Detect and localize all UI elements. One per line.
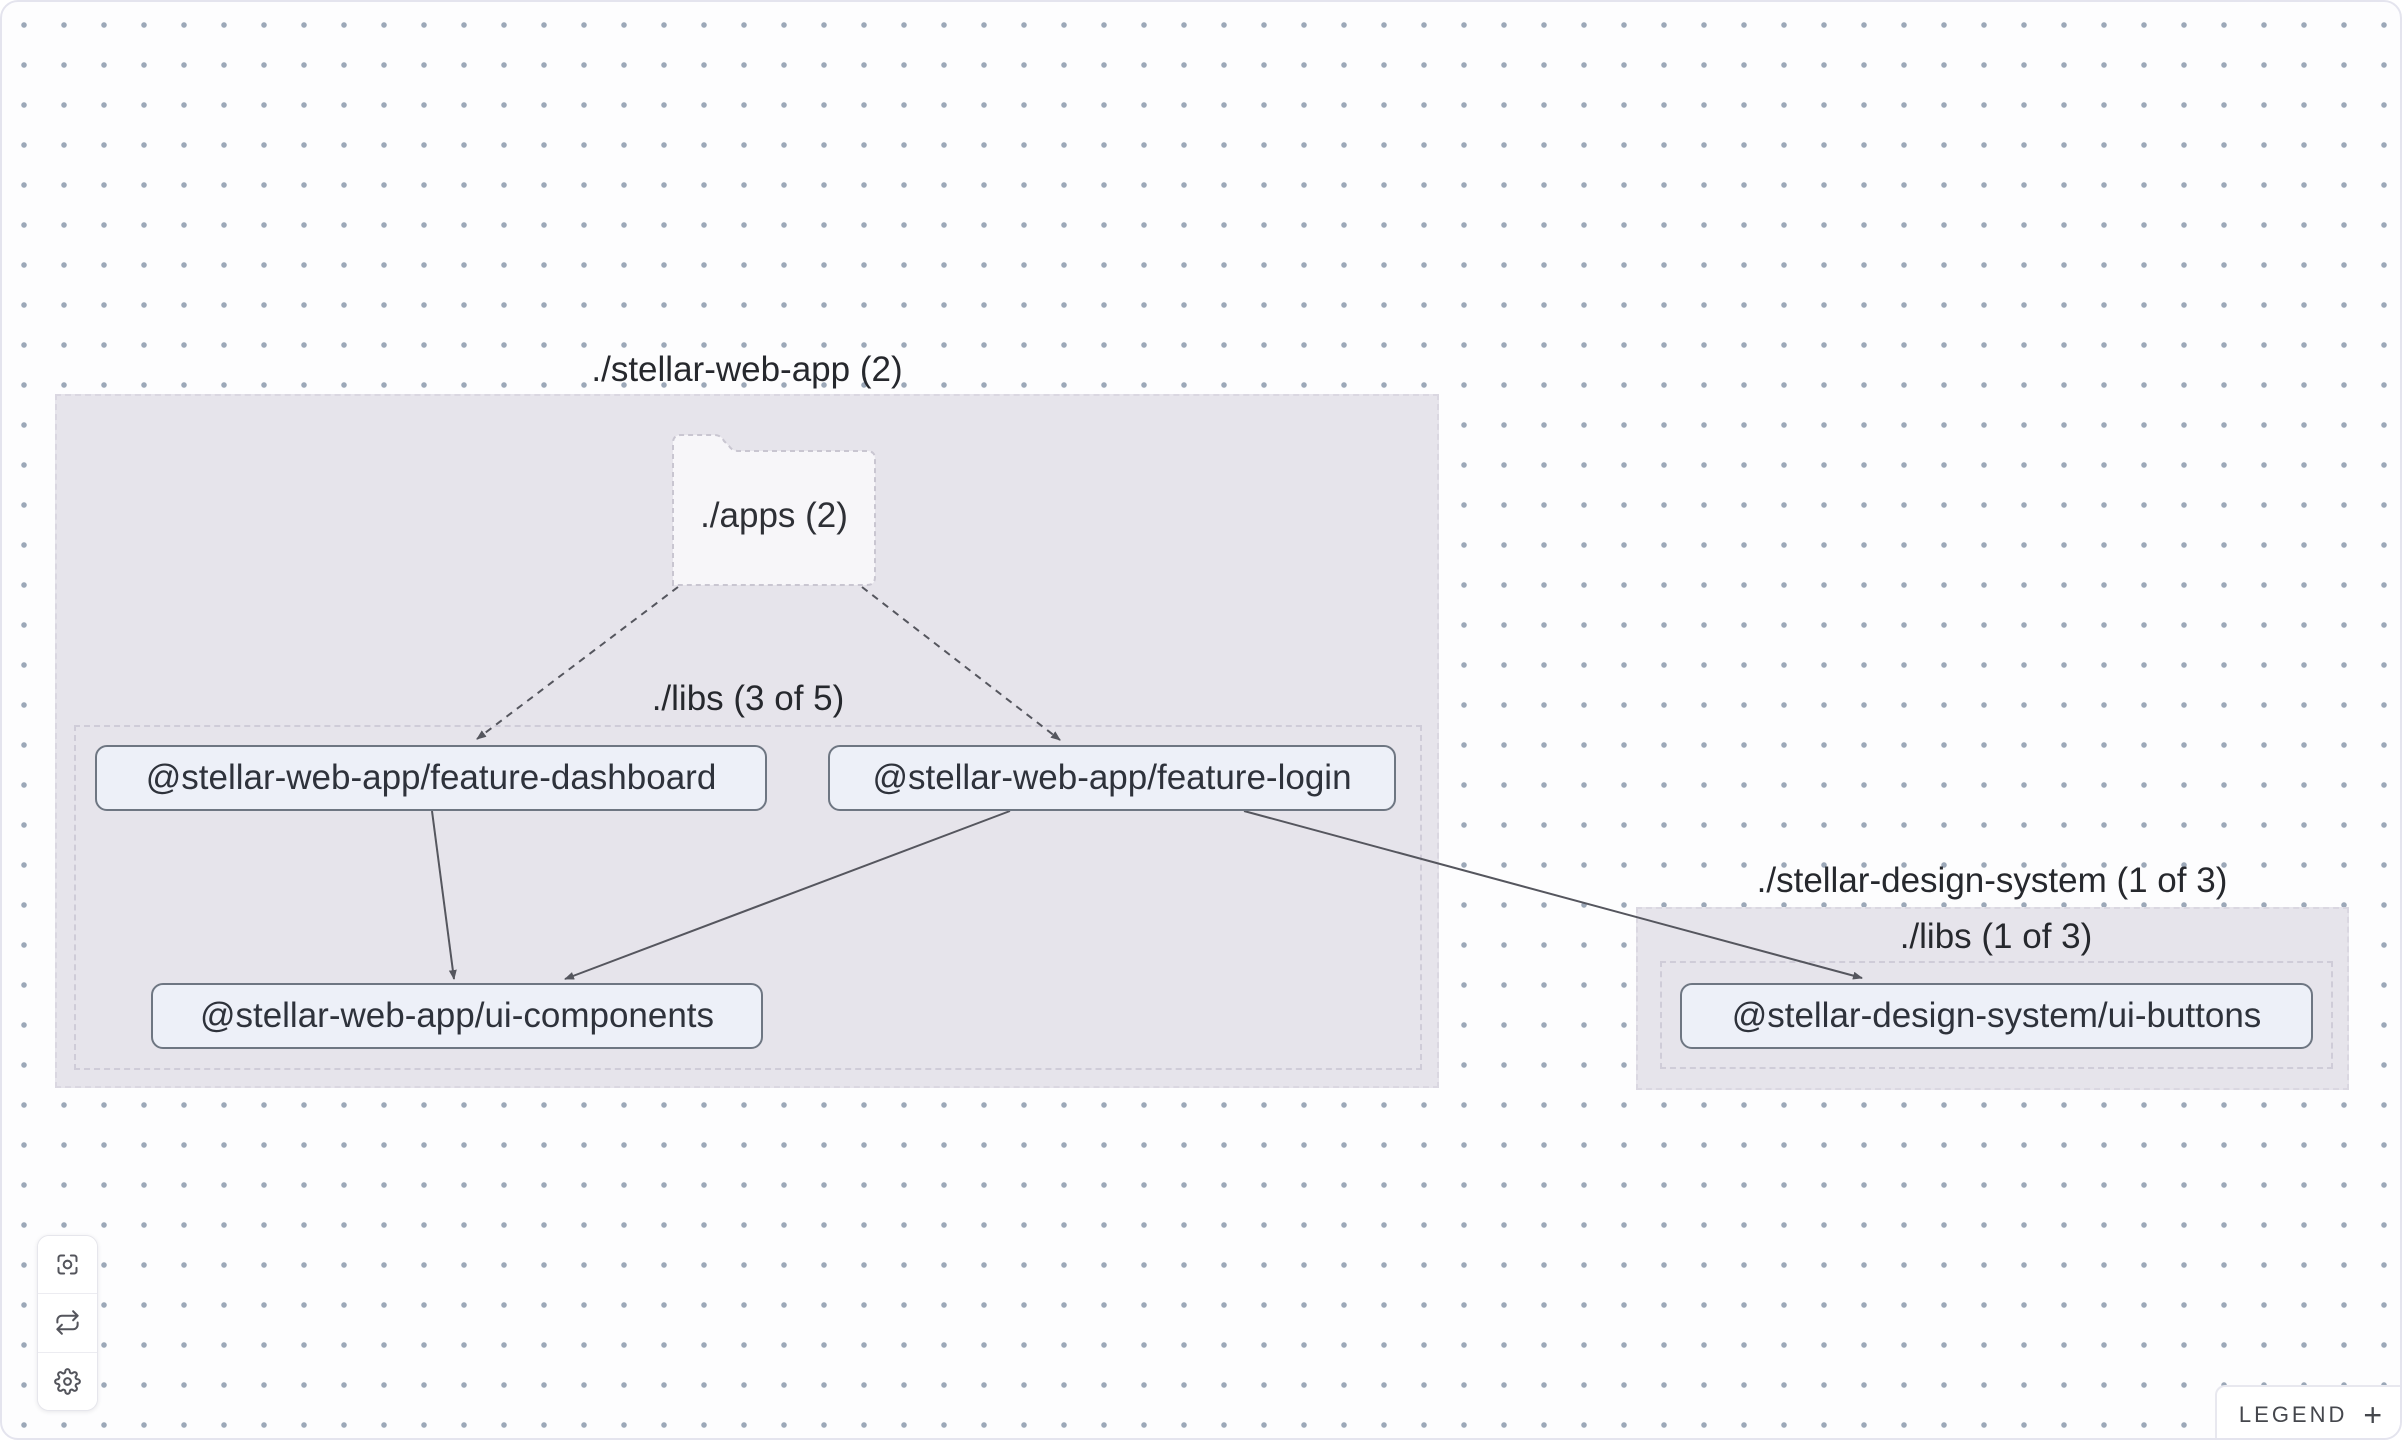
node-feature-dashboard[interactable]: @stellar-web-app/feature-dashboard: [95, 745, 767, 811]
edge-feature-dashboard-to-ui-components[interactable]: [431, 810, 457, 980]
focus-button[interactable]: [38, 1236, 97, 1294]
node-feature-login[interactable]: @stellar-web-app/feature-login: [828, 745, 1396, 811]
node-ui-components-label: @stellar-web-app/ui-components: [199, 996, 715, 1035]
refresh-button[interactable]: [38, 1293, 97, 1352]
group-label-stellar-web-app: ./stellar-web-app (2): [591, 350, 903, 389]
node-ui-buttons-label: @stellar-design-system/ui-buttons: [1731, 996, 2262, 1035]
legend-label: LEGEND: [2238, 1401, 2348, 1427]
group-label-stellar-design-system: ./stellar-design-system (1 of 3): [1756, 861, 2228, 900]
edge-apps-to-feature-dashboard[interactable]: [476, 586, 679, 740]
group-stellar-web-app-libs: [74, 725, 1422, 1070]
edge-feature-login-to-ui-buttons[interactable]: [1243, 810, 1863, 980]
node-feature-dashboard-label: @stellar-web-app/feature-dashboard: [145, 758, 717, 797]
focus-icon: [57, 1254, 78, 1275]
node-ui-buttons[interactable]: @stellar-design-system/ui-buttons: [1680, 983, 2313, 1049]
legend-toggle[interactable]: LEGEND +: [2215, 1385, 2400, 1438]
folder-node-apps-label: ./apps (2): [700, 496, 848, 535]
edge-feature-login-to-ui-components[interactable]: [564, 810, 1011, 980]
refresh-icon: [56, 1310, 79, 1336]
group-label-stellar-web-app-libs: ./libs (3 of 5): [651, 679, 845, 718]
group-stellar-design-system-libs: [1660, 961, 2333, 1069]
graph-controls-toolbar: [37, 1235, 98, 1411]
settings-button[interactable]: [38, 1351, 97, 1410]
edge-apps-to-feature-login[interactable]: [861, 586, 1061, 741]
folder-shape-apps: [672, 434, 876, 586]
folder-node-apps[interactable]: ./apps (2): [673, 435, 875, 585]
node-ui-components[interactable]: @stellar-web-app/ui-components: [151, 983, 763, 1049]
plus-icon: +: [2363, 1396, 2383, 1433]
gear-icon: [54, 1367, 81, 1395]
group-label-stellar-design-system-libs: ./libs (1 of 3): [1899, 917, 2093, 956]
node-feature-login-label: @stellar-web-app/feature-login: [872, 758, 1352, 797]
